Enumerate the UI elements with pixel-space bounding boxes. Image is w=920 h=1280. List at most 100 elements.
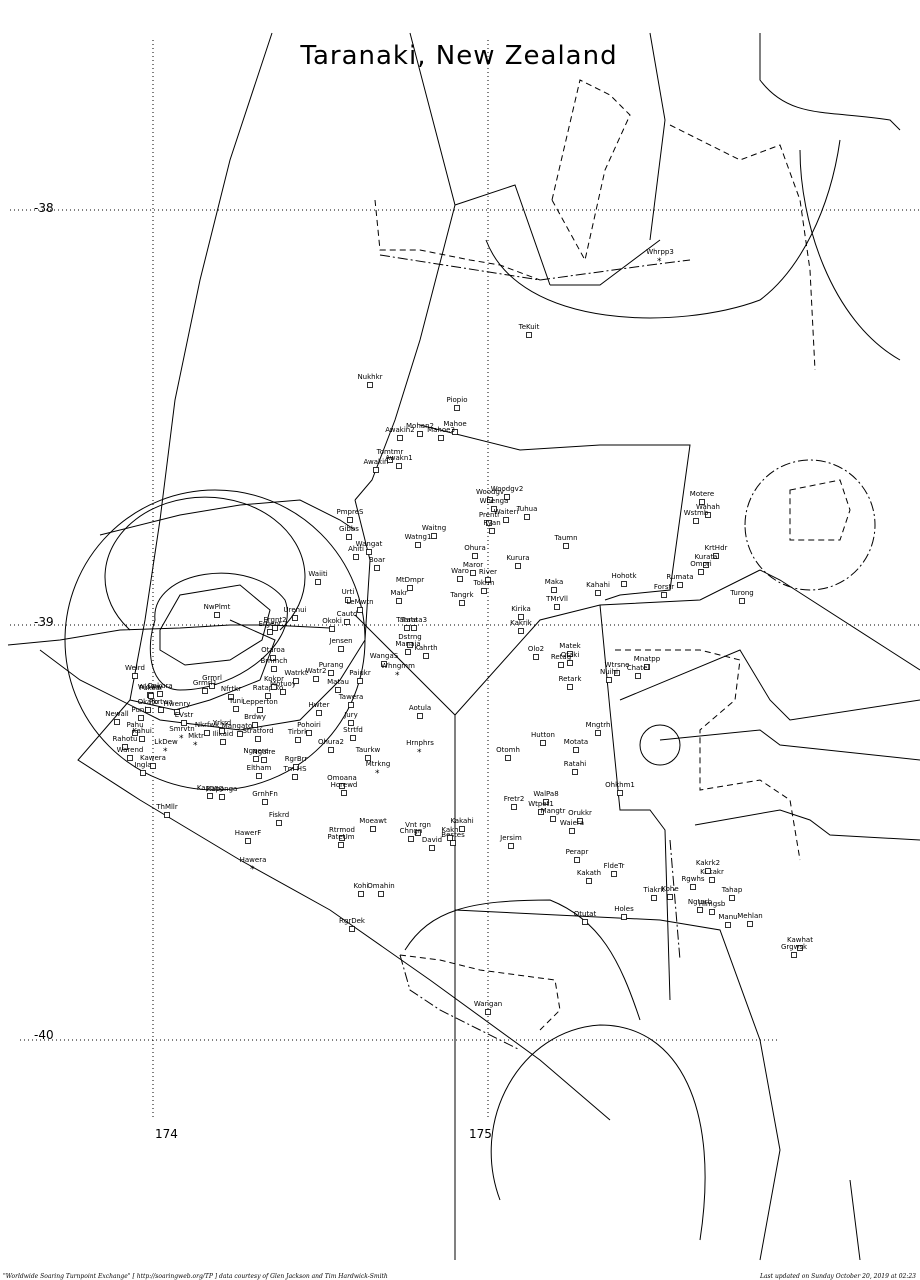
turnpoint: Pahu [126, 721, 144, 736]
turnpoint: Urenui [284, 606, 307, 621]
turnpoint-marker [472, 553, 478, 559]
turnpoint-marker [504, 494, 510, 500]
turnpoint: Grgwsk [781, 943, 808, 958]
turnpoint-marker [292, 615, 298, 621]
turnpoint-marker [396, 463, 402, 469]
turnpoint-label: Pahu [126, 721, 143, 729]
turnpoint-label: RgrDek [339, 917, 366, 925]
turnpoint-label: Wangan [474, 1000, 502, 1008]
turnpoint: Tuni [228, 697, 243, 712]
turnpoint: Dstrng [398, 633, 422, 648]
turnpoint-label: Tokrm [473, 579, 495, 587]
turnpoint-label: Hwenry [164, 700, 191, 708]
turnpoint: Kokpr [264, 675, 284, 690]
turnpoint: Waro [451, 567, 469, 582]
turnpoint: Ergent [258, 620, 282, 635]
turnpoint: RgrDek [339, 917, 366, 932]
turnpoint: RgrBrr [285, 755, 308, 770]
turnpoint-marker [489, 528, 495, 534]
turnpoint-marker [677, 582, 683, 588]
turnpoint: Jury [343, 711, 358, 726]
turnpoint: Jersim [499, 834, 522, 849]
turnpoint: Ratapiko [253, 684, 283, 699]
turnpoint-label: Kapong [197, 784, 223, 792]
turnpoint-label: Awakin [364, 458, 389, 466]
turnpoint-marker [338, 842, 344, 848]
turnpoint-label: Awakn1 [385, 454, 412, 462]
turnpoint-label: Wstmb [684, 509, 709, 517]
turnpoint-label: GrnhFn [252, 790, 278, 798]
turnpoint: Watng1 [405, 533, 432, 548]
turnpoint: Tirbrk [287, 728, 309, 743]
turnpoint-marker [338, 646, 344, 652]
turnpoint: Mahoe3 [427, 426, 455, 441]
turnpoint-marker [644, 664, 650, 670]
turnpoint-label: Ratahi [564, 760, 586, 768]
lat-label-38: -38 [34, 201, 54, 215]
lat-label-40: -40 [34, 1028, 54, 1042]
turnpoint-marker [138, 715, 144, 721]
turnpoint-label: Pukear [139, 684, 163, 692]
airfield-marker: * [250, 865, 255, 875]
turnpoint-label: Perapr [566, 848, 589, 856]
turnpoint: Tokrm [473, 579, 495, 594]
turnpoint-marker [219, 728, 225, 734]
turnpoint-label: Wtrsne [605, 661, 630, 669]
turnpoint-label: Watng1 [405, 533, 432, 541]
turnpoint-marker [543, 799, 549, 805]
turnpoint-label: Hlmgsb [699, 900, 726, 908]
turnpoint-marker [459, 600, 465, 606]
turnpoint-label: Fretr2 [504, 795, 525, 803]
turnpoint-label: Whrpp3 [646, 248, 674, 256]
turnpoint-marker [417, 431, 423, 437]
turnpoint-label: FldeTr [604, 862, 625, 870]
turnpoint-marker [526, 332, 532, 338]
turnpoint-marker [747, 921, 753, 927]
turnpoint: Cautd [337, 610, 357, 625]
turnpoint-label: Nfrtkr [221, 685, 241, 693]
turnpoint-marker [387, 457, 393, 463]
turnpoint: Paiukr [349, 669, 371, 684]
turnpoint-marker [315, 579, 321, 585]
turnpoint-label: Tarata3 [400, 616, 427, 624]
turnpoint: Matek [559, 642, 582, 657]
turnpoint-marker [209, 683, 215, 689]
turnpoint-label: Omoana [327, 774, 357, 782]
turnpoint-label: Kokakr [700, 868, 724, 876]
turnpoint: Nkrfwk [195, 721, 220, 736]
turnpoint: NwPlmt [204, 603, 231, 618]
turnpoint: Moeawt [359, 817, 387, 832]
turnpoint-label: Boar [369, 556, 385, 564]
turnpoint: Watrkt [284, 669, 308, 684]
turnpoint-label: Grgwsk [781, 943, 808, 951]
turnpoint-label: Ohura [464, 544, 486, 552]
turnpoint: Waiera [560, 819, 584, 834]
turnpoint: Nfrtkr [221, 685, 241, 700]
turnpoint-marker [518, 614, 524, 620]
turnpoint-marker [524, 514, 530, 520]
turnpoint: Forstr [654, 583, 674, 598]
turnpoint-marker [452, 429, 458, 435]
turnpoint: Ergnt2 [263, 616, 287, 631]
turnpoint-label: RgrBrr [285, 755, 308, 763]
turnpoint-marker [233, 706, 239, 712]
turnpoint-label: Tahap [721, 886, 743, 894]
turnpoint-label: ThMllr [155, 803, 178, 811]
turnpoint-label: Otutat [574, 910, 597, 918]
turnpoint-label: EVstr [175, 711, 194, 719]
turnpoint-marker [271, 666, 277, 672]
turnpoint-marker [367, 382, 373, 388]
turnpoint-marker [558, 662, 564, 668]
turnpoint: EVstr [175, 711, 194, 726]
turnpoint-marker [470, 570, 476, 576]
turnpoint: Ohura2 [318, 738, 344, 753]
turnpoint: Mangatoki [222, 722, 258, 737]
turnpoint: HawerF [235, 829, 261, 844]
turnpoint: Motuoy [270, 680, 296, 695]
turnpoint: Watr2 [306, 667, 326, 682]
turnpoint-marker [157, 691, 163, 697]
turnpoint-marker [252, 722, 258, 728]
turnpoint-label: Welrd [125, 664, 145, 672]
turnpoint-marker [292, 774, 298, 780]
